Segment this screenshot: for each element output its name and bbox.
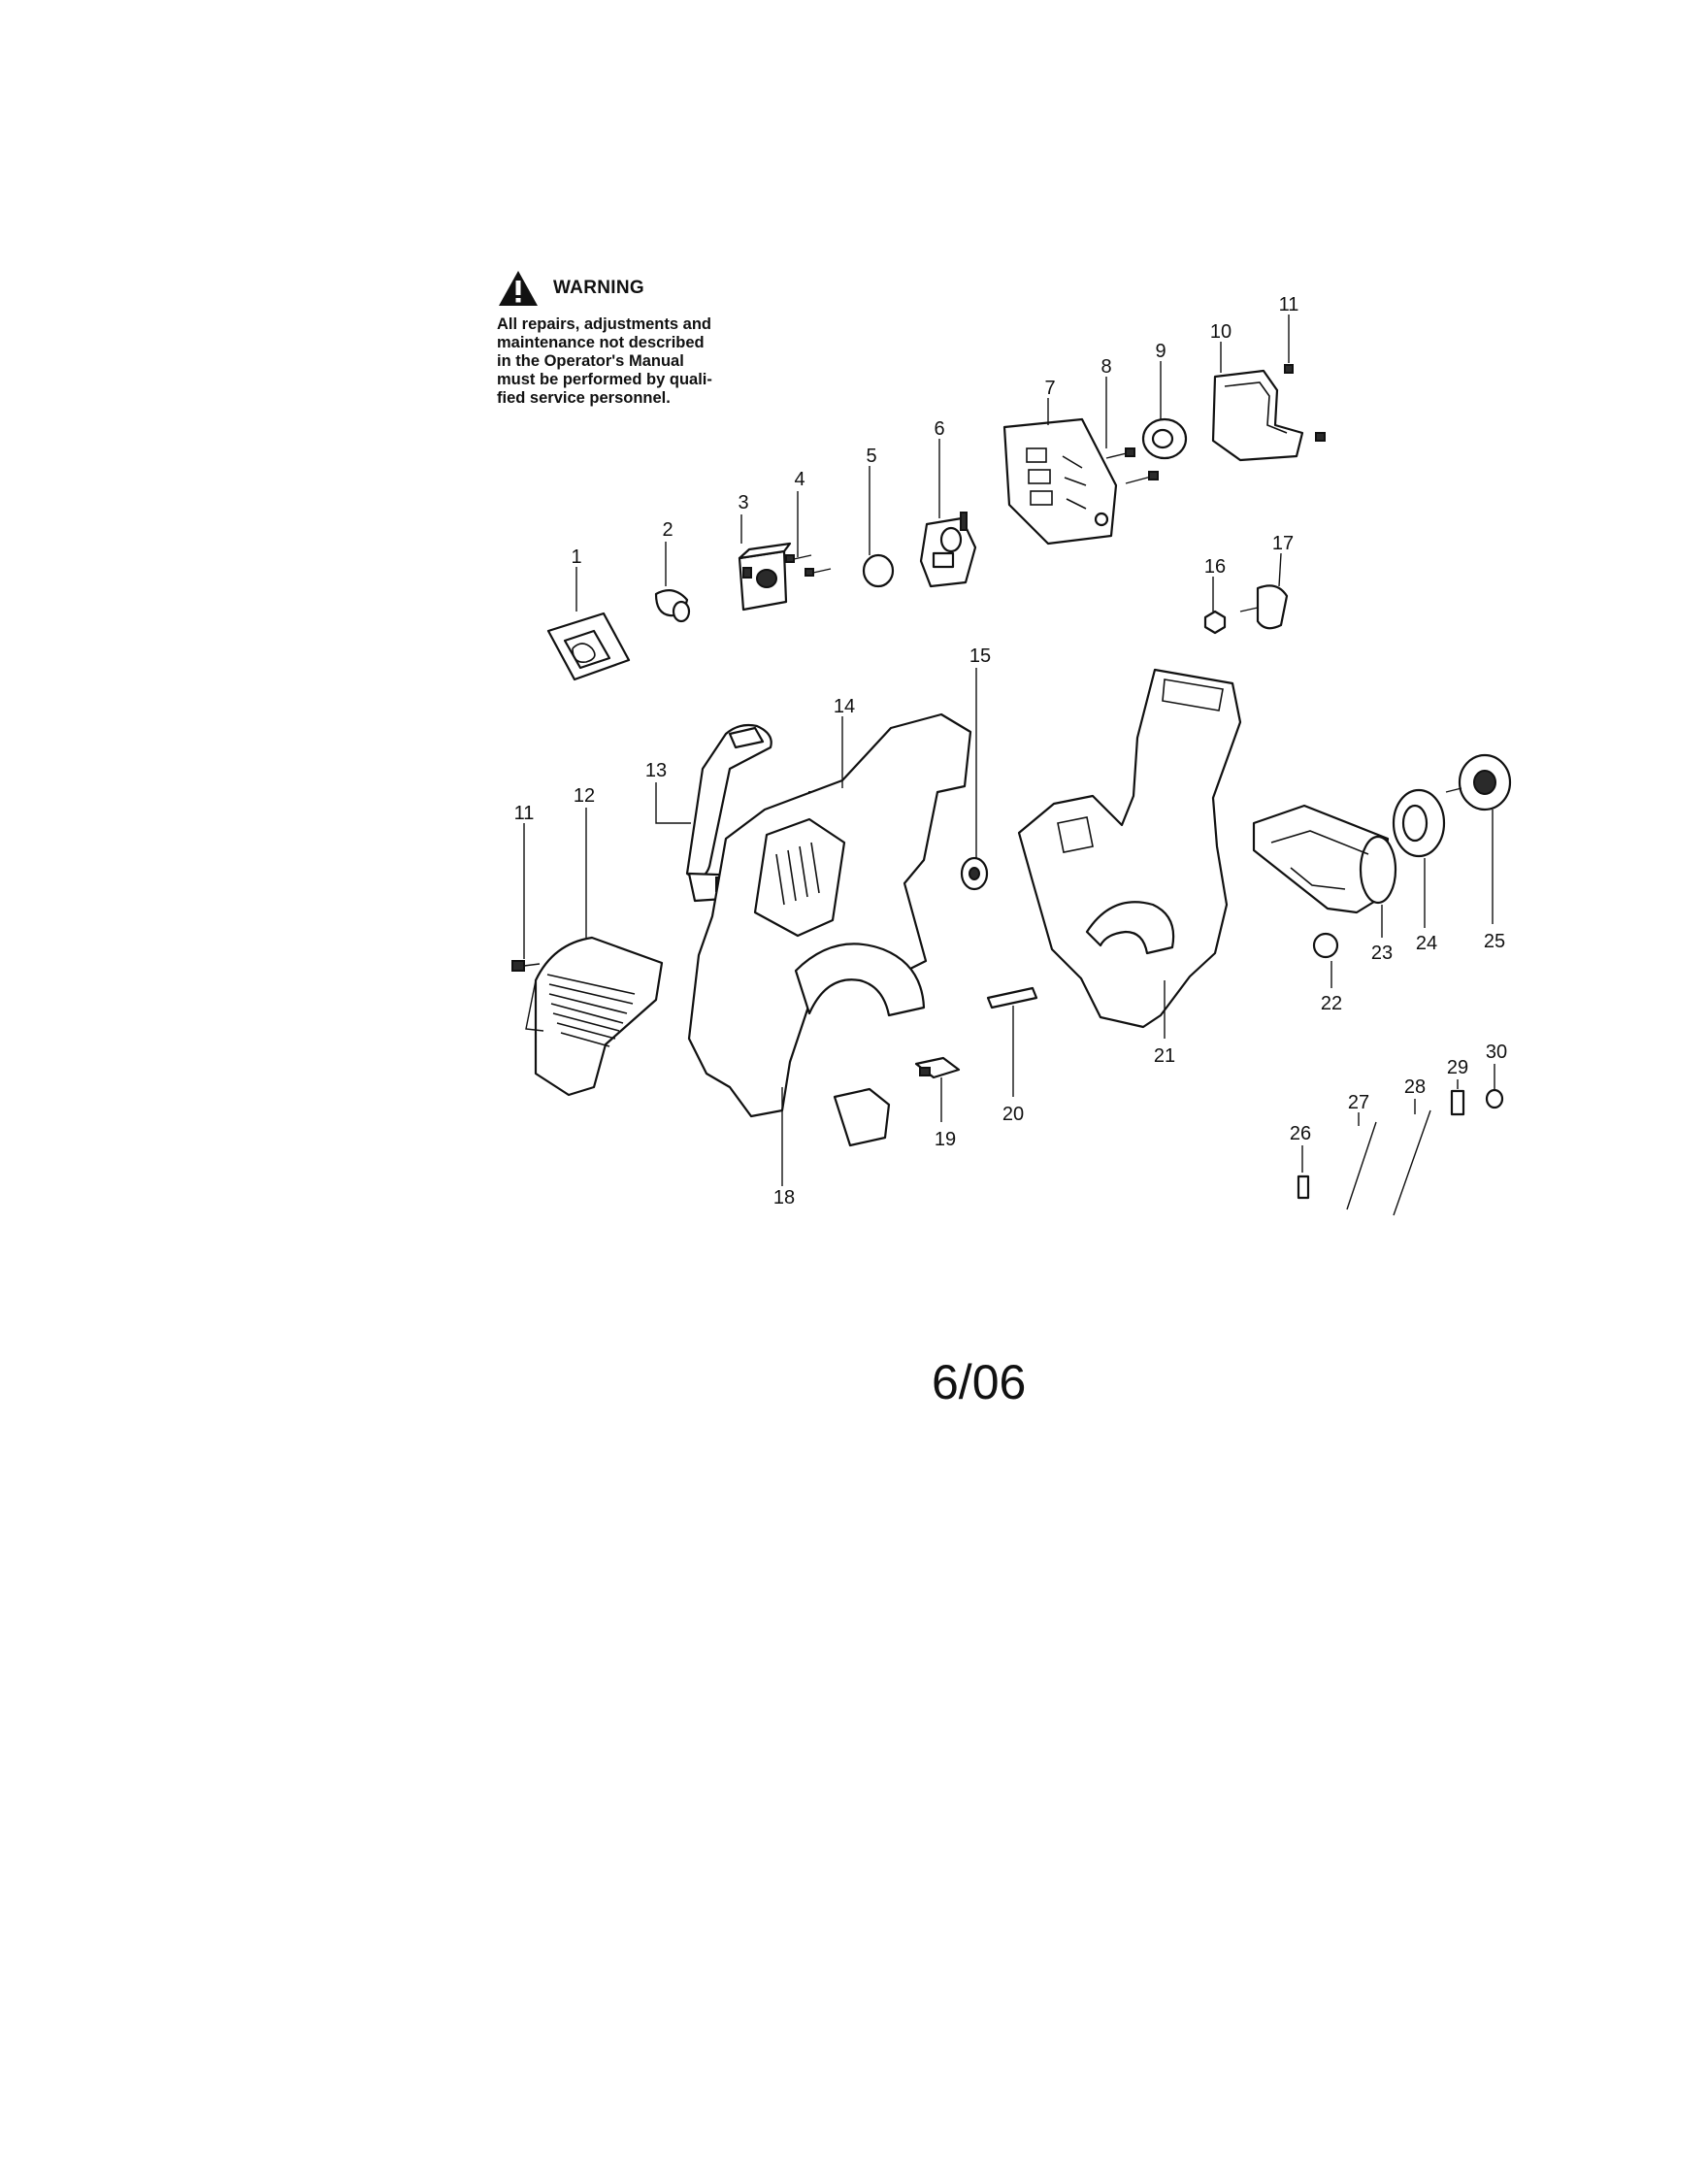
- callout-23: 23: [1371, 943, 1393, 964]
- part-21-back-housing: [1017, 668, 1242, 1029]
- part-8-bolts: [1105, 447, 1159, 484]
- warning-title: WARNING: [553, 278, 644, 298]
- warning-header: WARNING: [497, 267, 759, 310]
- callout-12: 12: [574, 785, 595, 807]
- part-17-wing-knob: [1239, 584, 1289, 630]
- callout-6: 6: [934, 418, 944, 440]
- part-19-clip: [914, 1056, 961, 1079]
- callout-10: 10: [1210, 321, 1232, 343]
- callout-4: 4: [794, 469, 805, 490]
- warning-line: maintenance not described: [497, 334, 705, 351]
- part-9-washer: [1141, 417, 1188, 460]
- callout-14: 14: [834, 696, 855, 717]
- part-15-spacer: [960, 856, 989, 891]
- part-28-line: [1393, 1109, 1431, 1216]
- warning-text: All repairs, adjustments and maintenance…: [497, 315, 759, 408]
- part-27-line: [1346, 1121, 1377, 1210]
- warning-triangle-icon: [497, 269, 540, 308]
- callout-19: 19: [935, 1129, 956, 1150]
- callout-17: 17: [1272, 533, 1294, 554]
- page-number: 6/06: [932, 1355, 1027, 1409]
- part-2-knob: [654, 589, 691, 623]
- callout-15: 15: [969, 645, 991, 667]
- part-23-outlet: [1252, 804, 1397, 914]
- part-30-grommet: [1485, 1088, 1504, 1109]
- warning-line: All repairs, adjustments and: [497, 315, 711, 333]
- callout-13: 13: [645, 760, 667, 781]
- part-1-gasket: [546, 612, 631, 681]
- warning-line: must be performed by quali-: [497, 371, 712, 388]
- warning-line: in the Operator's Manual: [497, 352, 684, 370]
- part-11-screws-upper: [1284, 364, 1326, 442]
- part-10-bracket: [1211, 369, 1304, 462]
- part-7-cover-plate: [1002, 417, 1118, 546]
- part-5-plate: [862, 553, 895, 588]
- callout-7: 7: [1044, 378, 1055, 399]
- part-3-filter-housing: [738, 542, 792, 612]
- part-22-cap: [1312, 932, 1339, 959]
- callout-28: 28: [1404, 1076, 1426, 1098]
- part-16-nut: [1203, 610, 1227, 635]
- callout-20: 20: [1002, 1104, 1024, 1125]
- part-6-carburetor: [919, 512, 977, 588]
- part-18-blower-housing: [687, 712, 972, 1147]
- part-26-fitting: [1297, 1175, 1310, 1200]
- callout-25: 25: [1484, 931, 1505, 952]
- callout-1: 1: [571, 546, 581, 568]
- callout-3: 3: [738, 492, 748, 513]
- callout-22: 22: [1321, 993, 1342, 1014]
- callout-26: 26: [1290, 1123, 1311, 1144]
- part-29-filter: [1450, 1089, 1465, 1116]
- callout-24: 24: [1416, 933, 1437, 954]
- callout-18: 18: [773, 1187, 795, 1208]
- callout-5: 5: [866, 446, 876, 467]
- part-24-ring: [1392, 788, 1446, 858]
- warning-notice: WARNING All repairs, adjustments and mai…: [497, 267, 759, 408]
- part-11-screw-left: [511, 960, 541, 972]
- part-25-cap-assembly: [1445, 753, 1512, 811]
- callout-9: 9: [1155, 341, 1166, 362]
- part-12-muffler-cover: [534, 936, 664, 1097]
- warning-line: fied service personnel.: [497, 389, 671, 407]
- callout-labels: 1 2 3 4 5 6 7 8 9 10 11 11 12 13 14 15 1…: [514, 294, 1508, 1208]
- callout-11-upper: 11: [1279, 294, 1299, 315]
- part-20-pin: [986, 986, 1038, 1009]
- callout-2: 2: [662, 519, 673, 541]
- callout-30: 30: [1486, 1042, 1507, 1063]
- part-4-screws: [785, 554, 832, 577]
- callout-16: 16: [1204, 556, 1226, 578]
- leader-lines: [523, 314, 1495, 1186]
- callout-8: 8: [1100, 356, 1111, 378]
- callout-27: 27: [1348, 1092, 1369, 1113]
- callout-29: 29: [1447, 1057, 1468, 1078]
- callout-11-left: 11: [514, 803, 535, 824]
- callout-21: 21: [1154, 1045, 1175, 1067]
